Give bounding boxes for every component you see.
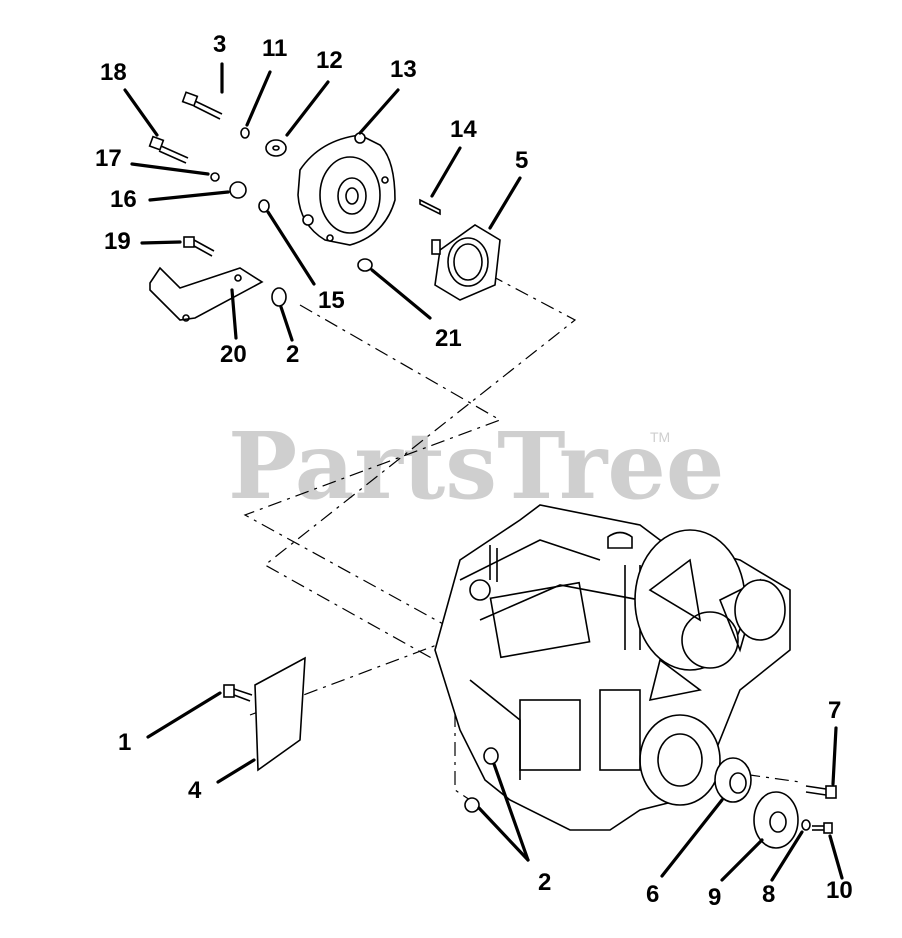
- part-nut-21[interactable]: [357, 258, 373, 272]
- part-clutch-13[interactable]: [297, 132, 396, 246]
- part-washer-12[interactable]: [265, 139, 287, 157]
- callout-14: 14: [450, 116, 477, 143]
- callout-15: 15: [318, 287, 345, 314]
- part-bracket-20[interactable]: [149, 266, 264, 322]
- callout-2-bottom: 2: [538, 869, 551, 896]
- callout-7: 7: [828, 697, 841, 724]
- callout-8: 8: [762, 881, 775, 908]
- callout-4: 4: [188, 777, 202, 804]
- part-hub-6[interactable]: [714, 757, 752, 803]
- part-screw-10[interactable]: [812, 822, 833, 834]
- callout-16: 16: [110, 186, 137, 213]
- part-adapter-5[interactable]: [431, 224, 501, 301]
- callout-17: 17: [95, 145, 122, 172]
- part-bolt-18[interactable]: [148, 135, 189, 164]
- watermark-text: PartsTree: [228, 412, 724, 520]
- watermark-trademark: TM: [650, 429, 670, 445]
- engine-assembly: [434, 504, 791, 831]
- callout-9: 9: [708, 884, 721, 911]
- part-bolt-1[interactable]: [223, 684, 253, 702]
- callout-1: 1: [118, 729, 131, 756]
- callout-20: 20: [220, 341, 247, 368]
- part-nut-15[interactable]: [258, 199, 270, 213]
- callout-11: 11: [262, 35, 287, 62]
- callout-13: 13: [390, 56, 417, 83]
- callout-19: 19: [104, 228, 131, 255]
- callout-18: 18: [100, 59, 127, 86]
- part-pulley-9[interactable]: [753, 791, 799, 849]
- part-nut-2-top[interactable]: [271, 287, 287, 307]
- callout-2-top: 2: [286, 341, 299, 368]
- part-washer-8[interactable]: [801, 819, 811, 831]
- callout-10: 10: [826, 877, 853, 904]
- callout-3: 3: [213, 31, 226, 58]
- part-bolt-19[interactable]: [183, 236, 215, 257]
- callout-5: 5: [515, 147, 528, 174]
- leader-lines: [123, 62, 844, 882]
- callout-6: 6: [646, 881, 659, 908]
- callout-12: 12: [316, 47, 343, 74]
- part-nut-2-lower[interactable]: [464, 797, 480, 813]
- part-washer-17[interactable]: [210, 172, 220, 182]
- callout-labels: 3 11 12 13 18 17 16 19 14 5 15 21 20 2 1…: [95, 31, 853, 911]
- part-shield-4[interactable]: [254, 656, 306, 772]
- part-nut-2-upper[interactable]: [483, 747, 499, 765]
- part-spacer-16[interactable]: [229, 181, 247, 199]
- part-bolt-3[interactable]: [181, 91, 223, 120]
- part-key-14[interactable]: [419, 198, 441, 216]
- part-washer-11[interactable]: [240, 127, 250, 139]
- part-bolt-7[interactable]: [805, 785, 837, 799]
- callout-21: 21: [435, 325, 462, 352]
